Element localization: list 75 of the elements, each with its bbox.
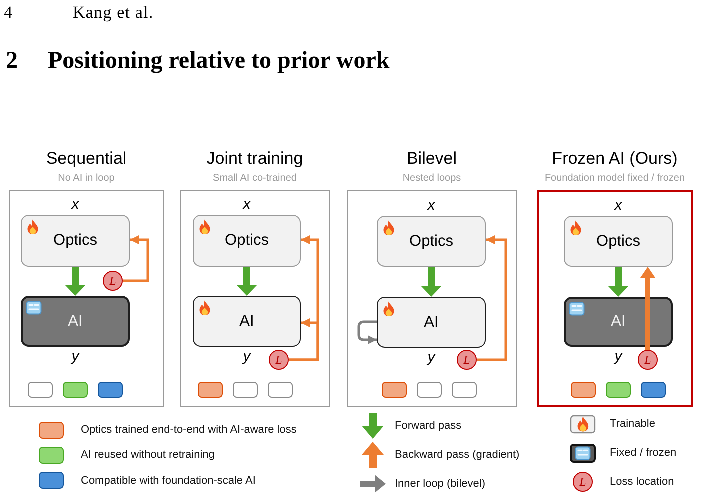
backward-arrow	[123, 236, 150, 282]
variable-label: x	[428, 198, 436, 214]
legend-label: Trainable	[610, 417, 656, 431]
module-label: Optics	[410, 232, 454, 250]
page-number: 4	[4, 3, 14, 23]
variable-label: y	[72, 349, 80, 365]
forward-arrow	[608, 267, 629, 297]
forward-arrow	[421, 267, 442, 297]
criterion-indicator	[417, 382, 442, 398]
loss-symbol: L	[464, 354, 470, 366]
section-title: Positioning relative to prior work	[48, 47, 390, 75]
criterion-indicator	[98, 382, 123, 398]
criterion-indicator	[571, 382, 596, 398]
criterion-indicator	[233, 382, 258, 398]
section-number: 2	[6, 47, 18, 75]
module-box	[193, 296, 301, 347]
backward-arrow	[640, 267, 656, 350]
legend-label: Forward pass	[395, 419, 462, 433]
module-box	[377, 297, 486, 348]
criterion-indicator	[198, 382, 223, 398]
criterion-indicator	[28, 382, 53, 398]
loss-symbol: L	[276, 354, 282, 366]
variable-label: y	[428, 350, 436, 366]
module-box	[21, 215, 130, 267]
legend-label: Inner loop (bilevel)	[395, 477, 486, 491]
panel-subtitle: No AI in loop	[58, 173, 115, 185]
legend-label: Compatible with foundation-scale AI	[81, 474, 256, 488]
legend-label: Loss location	[610, 475, 674, 489]
loss-symbol: L	[110, 274, 116, 288]
backward-arrow	[477, 236, 508, 362]
module-label: Optics	[596, 232, 640, 250]
panel-subtitle: Foundation model fixed / frozen	[544, 173, 686, 185]
panel-title: Bilevel	[406, 149, 458, 169]
variable-label: y	[614, 349, 622, 365]
panel-subtitle: Nested loops	[402, 173, 462, 185]
criterion-indicator	[606, 382, 631, 398]
module-label: Optics	[54, 232, 98, 250]
criterion-indicator	[452, 382, 477, 398]
panel-title: Sequential	[46, 149, 127, 169]
module-label: AI	[68, 312, 83, 330]
module-box	[21, 296, 130, 347]
module-box	[193, 215, 301, 267]
module-box	[564, 297, 673, 347]
variable-label: x	[614, 198, 622, 214]
forward-arrow	[236, 267, 258, 296]
criterion-indicator	[382, 382, 407, 398]
module-label: AI	[424, 314, 439, 332]
loss-circle	[103, 271, 123, 291]
legend-label: Fixed / frozen	[610, 446, 677, 460]
panel-title: Joint training	[206, 149, 304, 169]
module-box	[564, 216, 673, 267]
panel-title: Frozen AI (Ours)	[552, 149, 678, 169]
backward-arrow	[289, 318, 320, 362]
module-label: AI	[611, 313, 626, 331]
loss-circle	[457, 350, 477, 370]
loss-symbol: L	[580, 476, 586, 488]
legend-label: AI reused without retraining	[81, 448, 215, 462]
module-label: AI	[240, 312, 254, 330]
criterion-indicator	[268, 382, 293, 398]
module-box	[377, 216, 486, 267]
criterion-indicator	[63, 382, 88, 398]
criterion-indicator	[641, 382, 666, 398]
legend-label: Backward pass (gradient)	[395, 448, 520, 462]
variable-label: x	[72, 197, 80, 213]
variable-label: x	[243, 197, 251, 213]
module-label: Optics	[225, 232, 269, 250]
variable-label: y	[243, 349, 251, 365]
running-header: Kang et al.	[73, 3, 154, 23]
forward-arrow	[65, 267, 86, 296]
loss-circle	[638, 350, 658, 370]
loss-symbol: L	[644, 354, 652, 366]
legend-label: Optics trained end-to-end with AI-aware loss	[81, 423, 297, 437]
panel-subtitle: Small AI co-trained	[213, 173, 297, 185]
loop-arrow	[358, 320, 377, 344]
loss-circle	[269, 350, 289, 370]
